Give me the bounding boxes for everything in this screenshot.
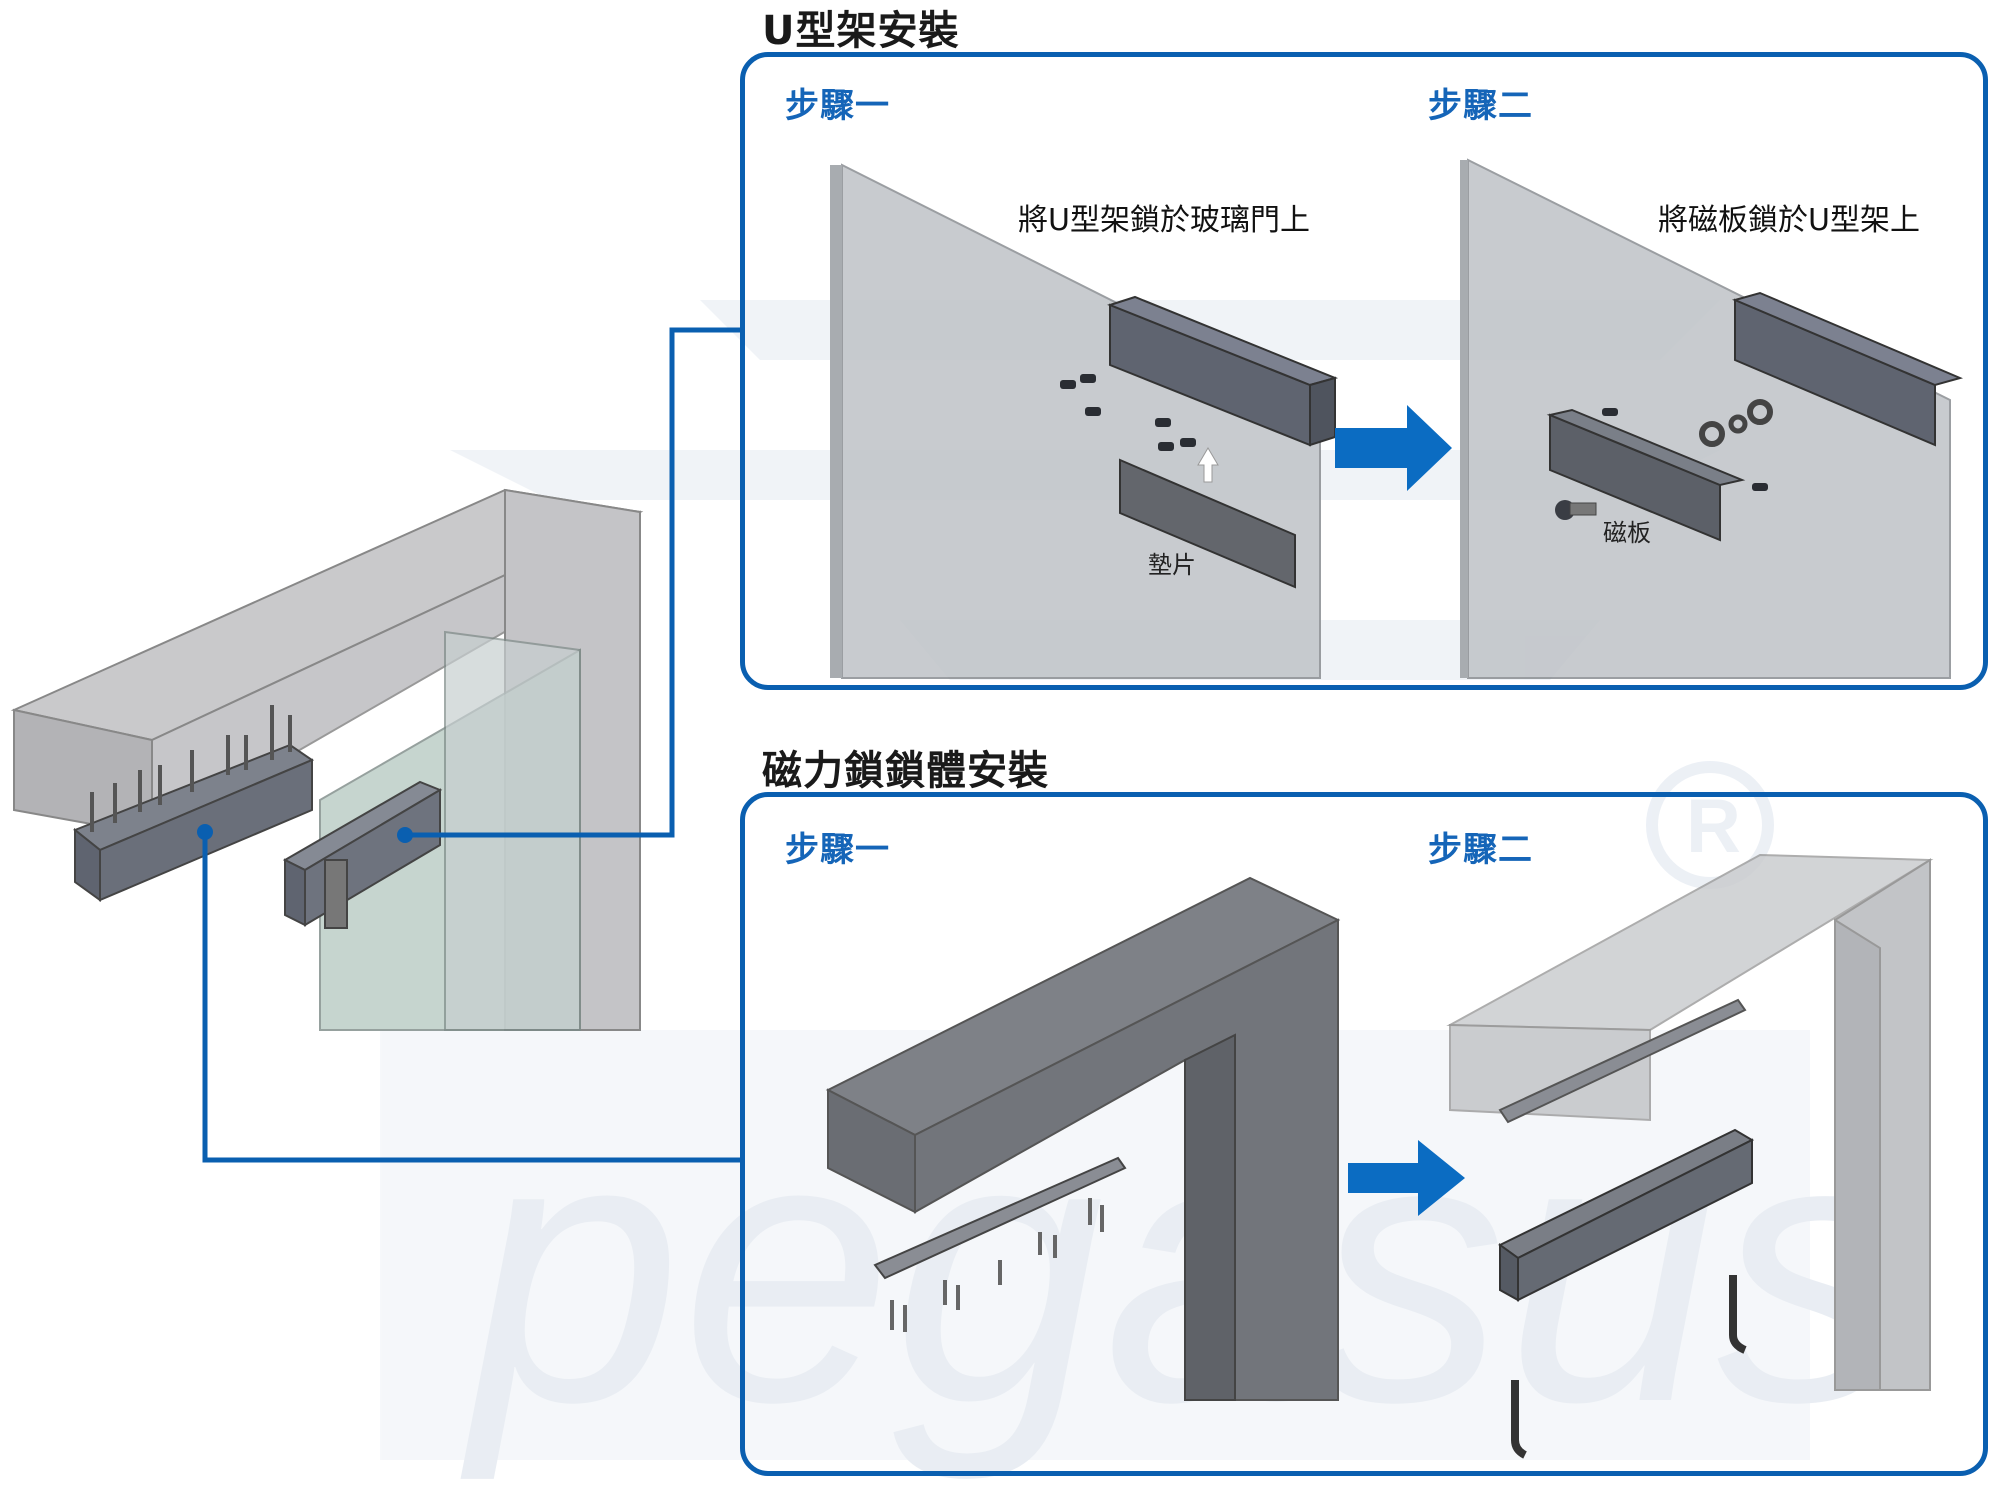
up-arrow-icon	[1197, 447, 1219, 483]
u-bracket-step1-label: 步驟一	[785, 86, 890, 126]
right-arrow-icon-2	[1348, 1140, 1465, 1216]
right-arrow-icon	[1335, 405, 1452, 491]
lock-body-step2-label: 步驟二	[1428, 830, 1533, 870]
mounting-plate	[873, 1156, 1127, 1280]
panel-u-bracket	[740, 52, 1988, 690]
section-title-u-bracket: U型架安裝	[762, 8, 960, 54]
lock-body-step2-illustration	[1446, 853, 1934, 1459]
watermark-text: pegasus	[458, 1056, 1907, 1483]
hex-key-icon-2	[1729, 1275, 1747, 1354]
lock-body-step1-illustration	[825, 876, 1341, 1401]
shim-label: 墊片	[1148, 551, 1196, 579]
u-bracket-step1-caption: 將U型架鎖於玻璃門上	[1018, 203, 1310, 238]
connector-to-u-bracket-panel	[405, 327, 740, 838]
armature-plate-label: 磁板	[1603, 519, 1651, 547]
u-bracket-step2-illustration	[1460, 158, 1964, 679]
section-title-lock-body: 磁力鎖鎖體安裝	[762, 748, 1049, 794]
panel-lock-body	[740, 792, 1988, 1476]
u-bracket-step2-caption: 將磁板鎖於U型架上	[1658, 203, 1920, 238]
shim-plate	[1119, 458, 1296, 589]
u-bracket-step2-label: 步驟二	[1428, 86, 1533, 126]
registered-letter: R	[1686, 784, 1741, 869]
hex-key-icon	[1511, 1380, 1527, 1459]
u-bracket-step1-illustration	[830, 163, 1339, 679]
lock-body-step1-label: 步驟一	[785, 830, 890, 870]
connector-to-lock-body-panel	[202, 832, 740, 1163]
overview-door-frame	[10, 327, 740, 1163]
